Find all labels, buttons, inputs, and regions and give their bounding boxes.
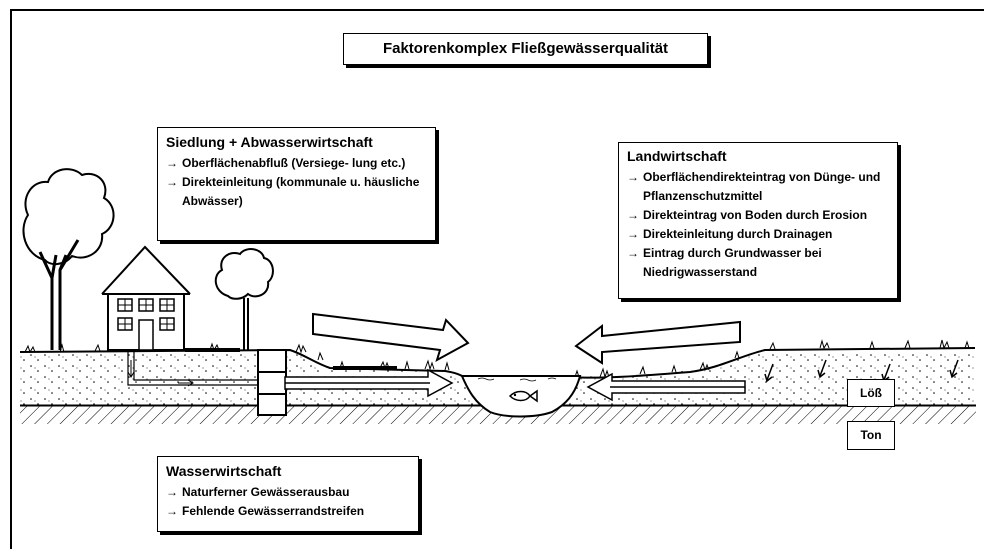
water-management-item: →Naturferner Gewässerausbau	[166, 483, 410, 502]
agriculture-item: →Eintrag durch Grundwasser bei Niedrigwa…	[627, 244, 889, 282]
surface-runoff-arrow-right	[576, 322, 740, 363]
settlement-wastewater-box: Siedlung + Abwasserwirtschaft →Oberfläch…	[157, 127, 436, 241]
agriculture-box: Landwirtschaft →Oberflächendirekteintrag…	[618, 142, 898, 299]
settlement-heading: Siedlung + Abwasserwirtschaft	[166, 133, 427, 152]
agriculture-item: →Oberflächendirekteintrag von Dünge- und…	[627, 168, 889, 206]
paved-surface	[333, 366, 397, 370]
water-management-item: →Fehlende Gewässerrandstreifen	[166, 502, 410, 521]
arrow-right-icon: →	[166, 502, 178, 521]
large-tree-icon	[23, 169, 113, 350]
arrow-right-icon: →	[166, 173, 178, 192]
water-management-box: Wasserwirtschaft →Naturferner Gewässerau…	[157, 456, 419, 532]
house-icon	[102, 247, 190, 350]
arrow-right-icon: →	[627, 168, 639, 187]
surface-runoff-arrow-left	[313, 314, 468, 360]
arrow-right-icon: →	[166, 154, 178, 173]
arrow-right-icon: →	[166, 483, 178, 502]
road-surface	[185, 348, 240, 352]
arrow-right-icon: →	[627, 244, 639, 263]
loess-label: Löß	[847, 379, 895, 407]
agriculture-item: →Direkteinleitung durch Drainagen	[627, 225, 889, 244]
agriculture-heading: Landwirtschaft	[627, 147, 889, 166]
water-management-heading: Wasserwirtschaft	[166, 462, 410, 481]
diagram-title: Faktorenkomplex Fließgewässerqualität	[343, 33, 708, 65]
clay-label: Ton	[847, 421, 895, 450]
settlement-item: →Oberflächenabfluß (Versiege- lung etc.)	[166, 154, 427, 173]
arrow-right-icon: →	[627, 225, 639, 244]
manhole-shaft	[258, 350, 286, 415]
small-tree-icon	[216, 249, 273, 350]
arrow-right-icon: →	[627, 206, 639, 225]
agriculture-item: →Direkteintrag von Boden durch Erosion	[627, 206, 889, 225]
settlement-item: →Direkteinleitung (kommunale u. häuslich…	[166, 173, 427, 211]
